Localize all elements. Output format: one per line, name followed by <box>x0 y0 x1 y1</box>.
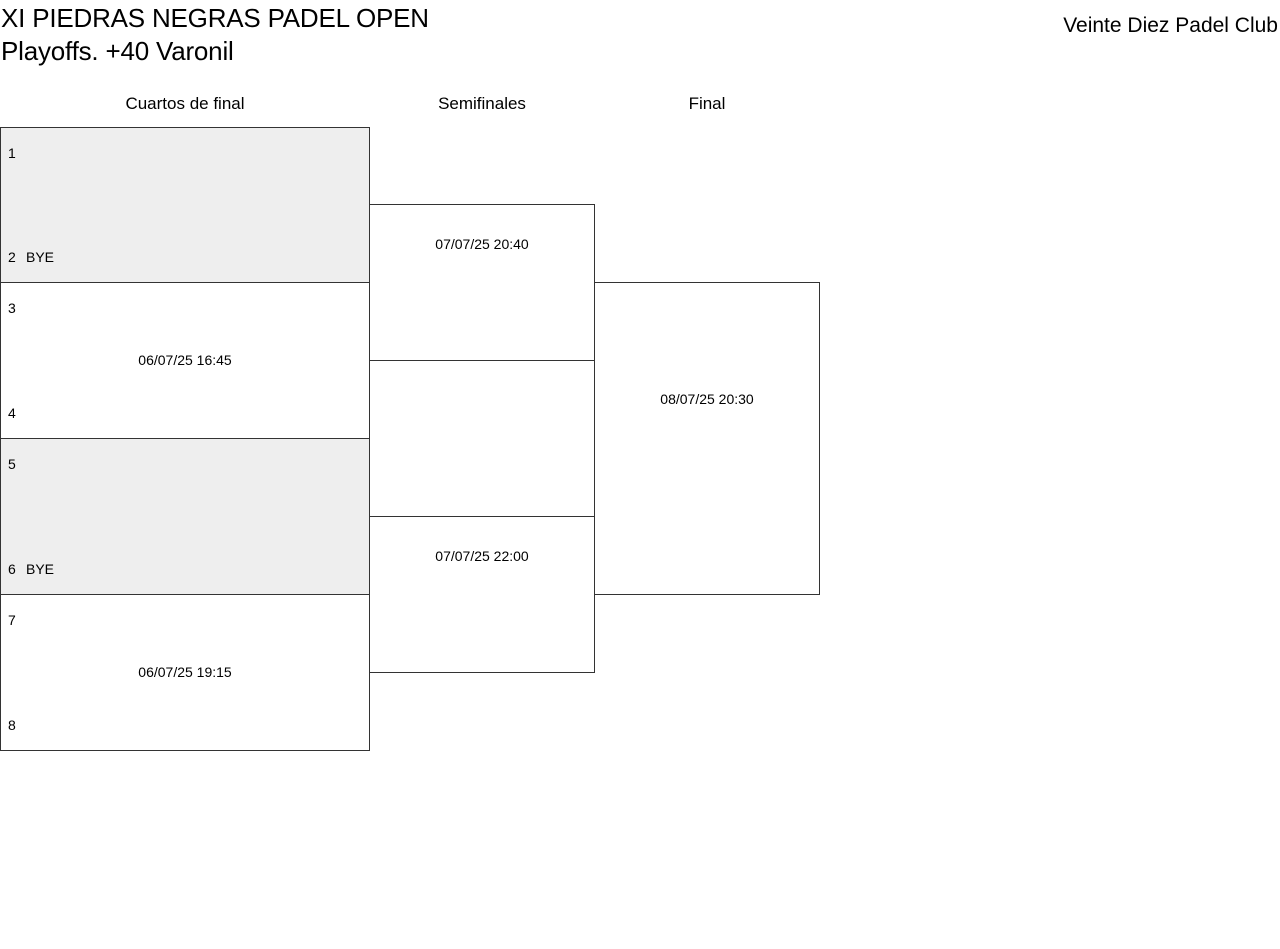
match-time: 07/07/25 20:40 <box>435 236 529 252</box>
seed-number: 6 <box>8 561 16 577</box>
quarterfinal-match-3[interactable]: 5 6 BYE <box>0 438 370 595</box>
team-slot[interactable]: 7 <box>8 612 26 628</box>
match-time: 08/07/25 20:30 <box>660 391 754 407</box>
semifinal-match-1[interactable]: 07/07/25 20:40 <box>369 204 595 361</box>
round-header-final: Final <box>688 94 726 113</box>
seed-number: 4 <box>8 405 16 421</box>
team-name: BYE <box>26 249 55 265</box>
quarterfinal-match-2[interactable]: 3 06/07/25 16:45 4 <box>0 282 370 439</box>
seed-number: 8 <box>8 717 16 733</box>
final-match[interactable]: 08/07/25 20:30 <box>594 282 820 595</box>
category-subtitle: Playoffs. +40 Varonil <box>1 36 234 66</box>
tournament-title: XI PIEDRAS NEGRAS PADEL OPEN <box>1 3 429 33</box>
team-slot[interactable]: 5 <box>8 456 26 472</box>
semifinal-match-2[interactable]: 07/07/25 22:00 <box>369 516 595 673</box>
match-time: 06/07/25 19:15 <box>138 664 232 680</box>
match-time: 06/07/25 16:45 <box>138 352 232 368</box>
seed-number: 1 <box>8 145 16 161</box>
team-slot[interactable]: 1 <box>8 145 26 161</box>
club-name: Veinte Diez Padel Club <box>1063 14 1278 37</box>
team-slot[interactable]: 3 <box>8 300 26 316</box>
round-header-semifinals: Semifinales <box>438 94 526 113</box>
match-time: 07/07/25 22:00 <box>435 548 529 564</box>
team-slot[interactable]: 2 BYE <box>8 249 54 265</box>
seed-number: 7 <box>8 612 16 628</box>
team-name: BYE <box>26 561 55 577</box>
quarterfinal-match-4[interactable]: 7 06/07/25 19:15 8 <box>0 594 370 751</box>
round-header-quarterfinals: Cuartos de final <box>125 94 245 113</box>
team-slot[interactable]: 4 <box>8 405 26 421</box>
seed-number: 2 <box>8 249 16 265</box>
team-slot[interactable]: 6 BYE <box>8 561 54 577</box>
team-slot[interactable]: 8 <box>8 717 26 733</box>
quarterfinal-match-1[interactable]: 1 2 BYE <box>0 127 370 283</box>
seed-number: 3 <box>8 300 16 316</box>
seed-number: 5 <box>8 456 16 472</box>
title-block: XI PIEDRAS NEGRAS PADEL OPEN Playoffs. +… <box>1 2 429 68</box>
